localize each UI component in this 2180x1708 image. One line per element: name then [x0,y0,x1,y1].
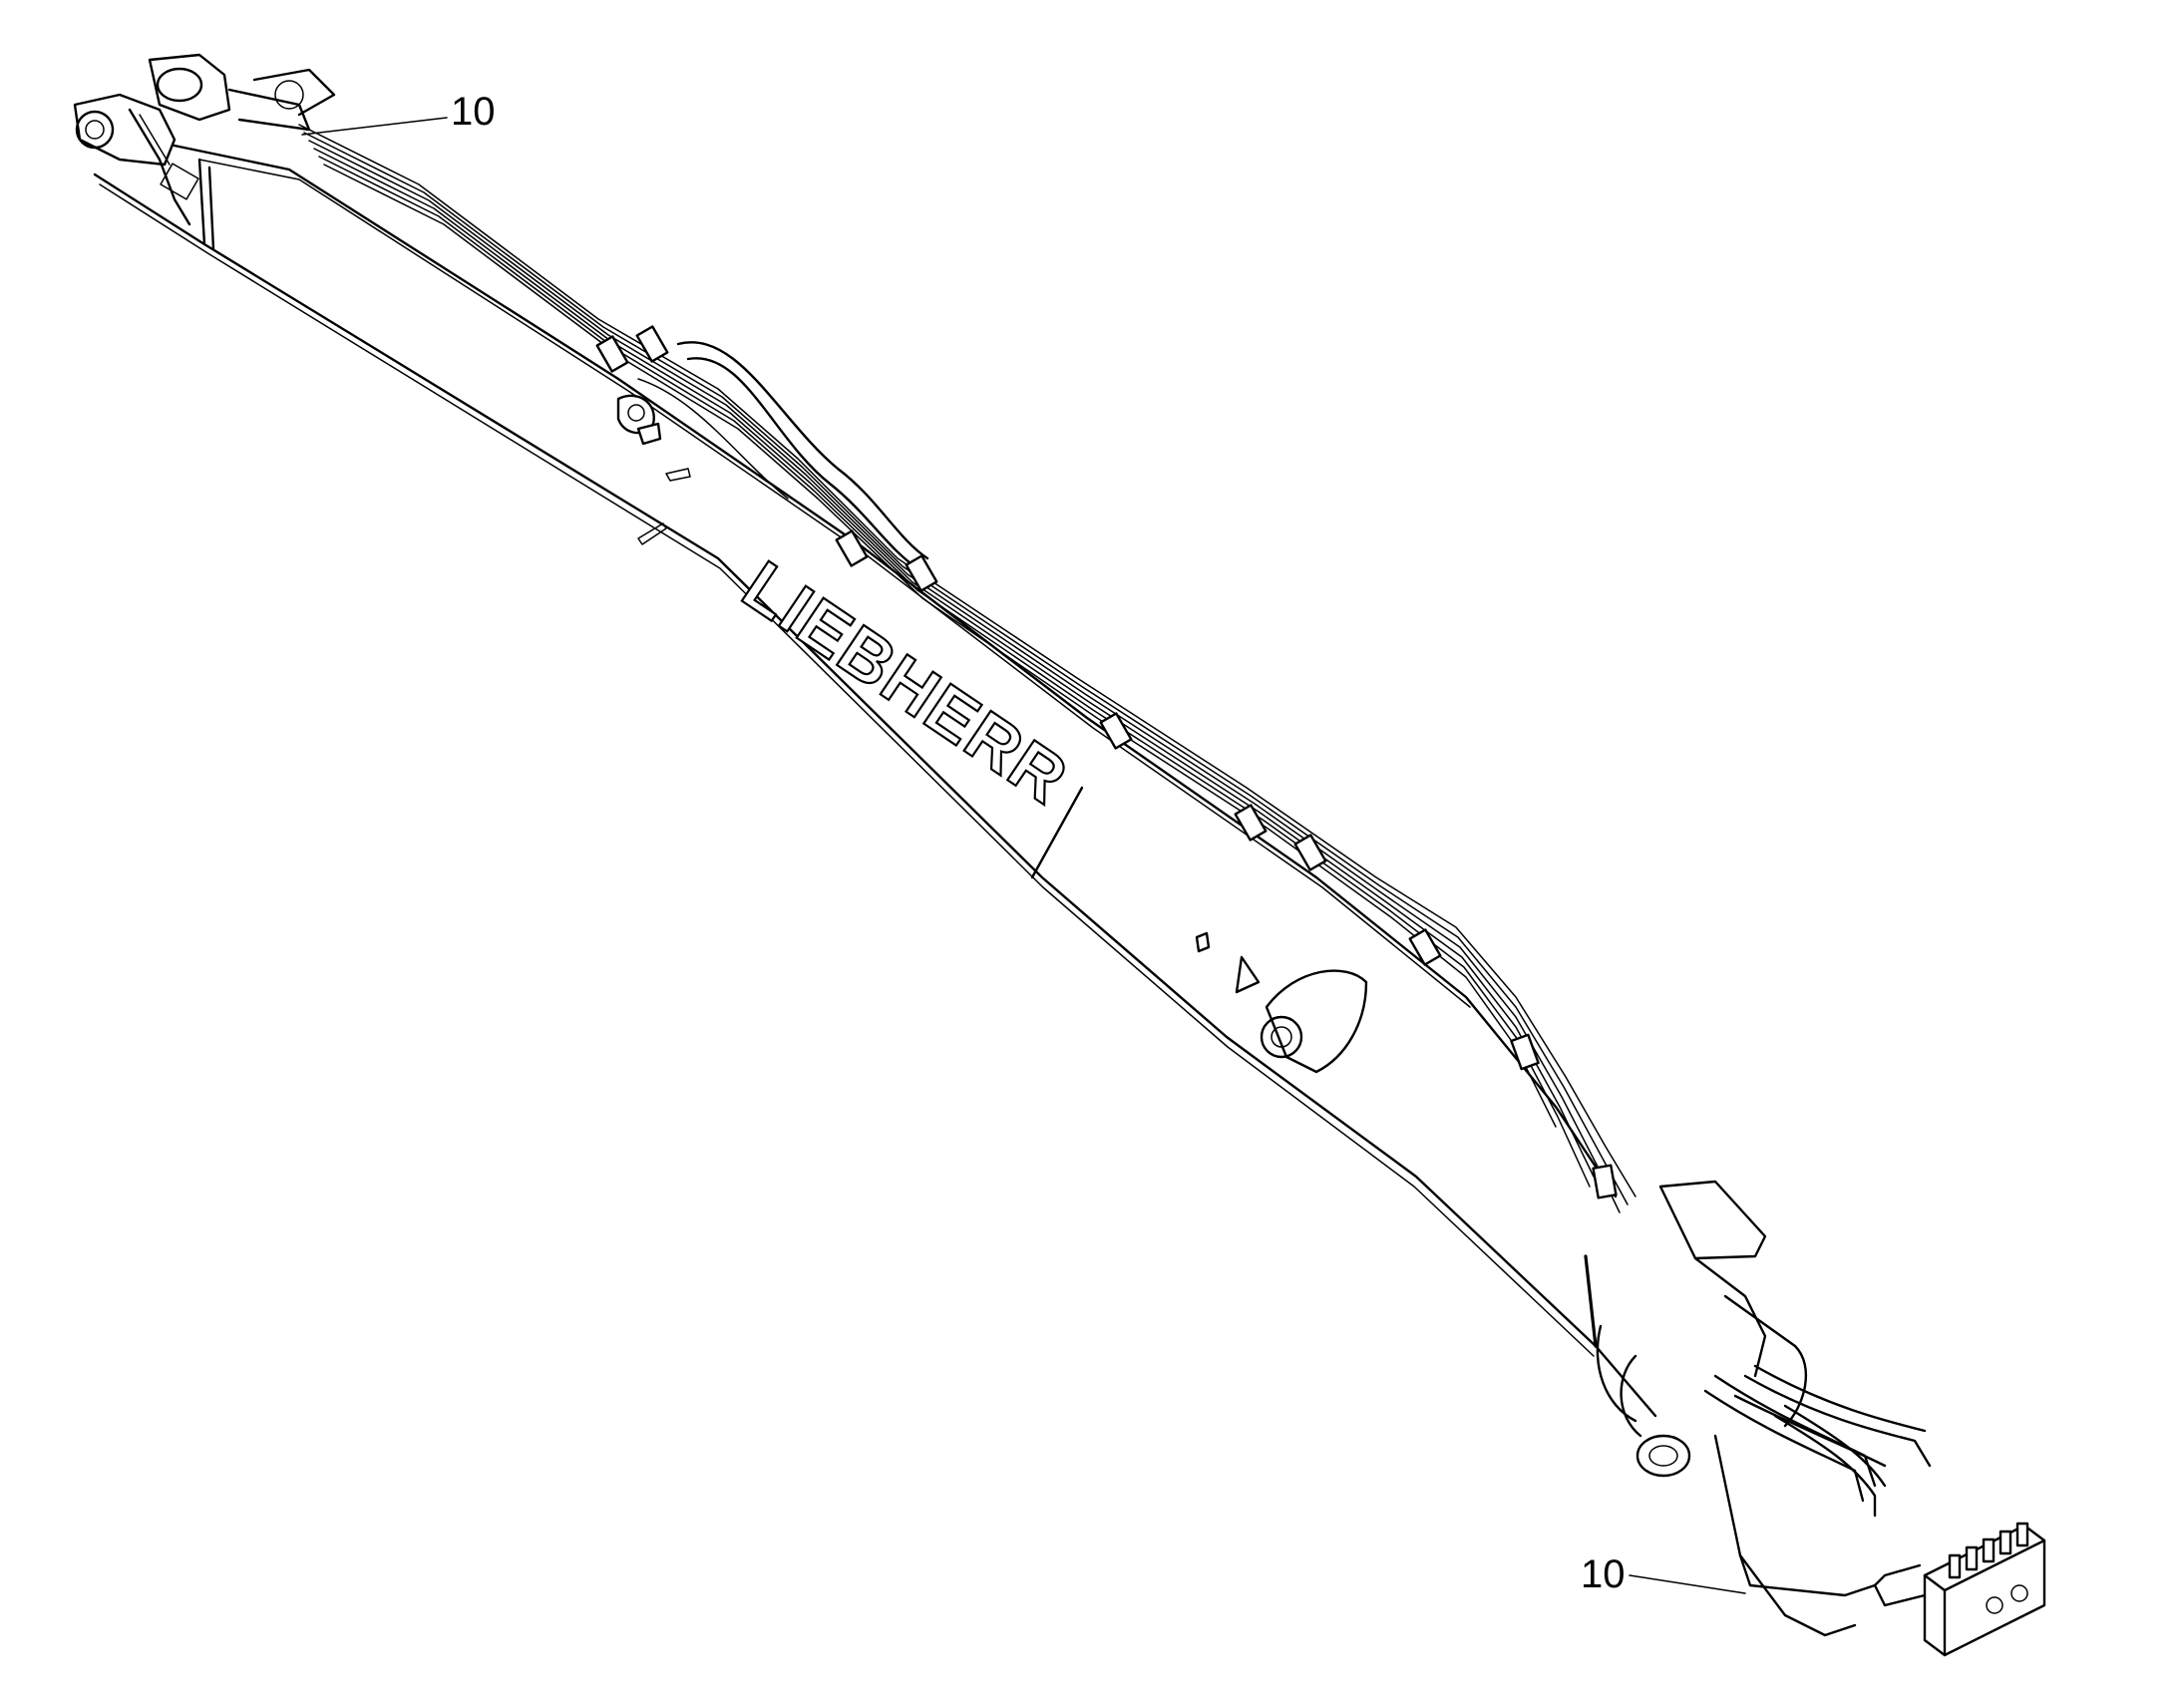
callout-bottom-leader [1629,1574,1746,1594]
hydraulic-line-bundle [298,124,1636,1213]
boom-body [93,143,1657,1418]
brand-marking: LIEBHERR [730,546,1083,820]
callout-bottom-label: 10 [1581,1552,1626,1596]
boom-tip-assembly [73,53,336,226]
callout-top: 10 [301,90,496,136]
callout-top-leader [301,117,448,136]
valve-block [1923,1522,2046,1657]
callout-bottom: 10 [1581,1552,1746,1596]
callout-top-label: 10 [451,90,496,134]
boom-foot-assembly [1235,955,1932,1637]
